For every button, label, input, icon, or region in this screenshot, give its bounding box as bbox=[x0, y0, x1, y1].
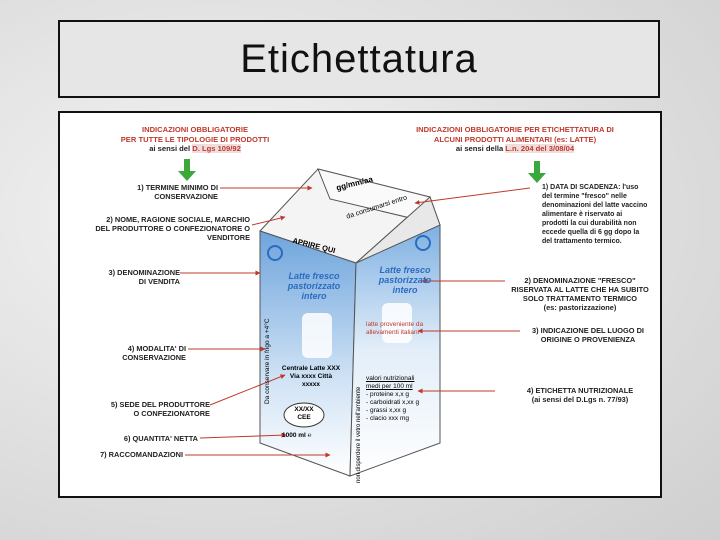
green-arrow-right-icon bbox=[528, 161, 546, 183]
slide-title: Etichettatura bbox=[240, 37, 478, 82]
label-diagram: INDICAZIONI OBBLIGATORIE PER TUTTE LE TI… bbox=[58, 111, 662, 498]
green-arrow-left-icon bbox=[178, 159, 196, 181]
header-right: INDICAZIONI OBBLIGATORIE PER ETICHETTATU… bbox=[375, 125, 655, 154]
title-box: Etichettatura bbox=[58, 20, 660, 98]
carton-quantity: 1000 ml ℮ bbox=[282, 431, 312, 441]
left-label-7: 7) RACCOMANDAZIONI bbox=[60, 450, 183, 459]
header-left: INDICAZIONI OBBLIGATORIE PER TUTTE LE TI… bbox=[110, 125, 280, 154]
right-label-2: 2) DENOMINAZIONE "FRESCO"RISERVATA AL LA… bbox=[500, 276, 660, 312]
carton-nutrition: valori nutrizionali medi per 100 ml - pr… bbox=[366, 375, 444, 423]
left-label-6: 6) QUANTITA' NETTA bbox=[60, 434, 198, 443]
carton-recycle-text: non disperdere il vetro nell'ambiente bbox=[354, 373, 364, 483]
right-label-4: 4) ETICHETTA NUTRIZIONALE(ai sensi del D… bbox=[500, 386, 660, 404]
